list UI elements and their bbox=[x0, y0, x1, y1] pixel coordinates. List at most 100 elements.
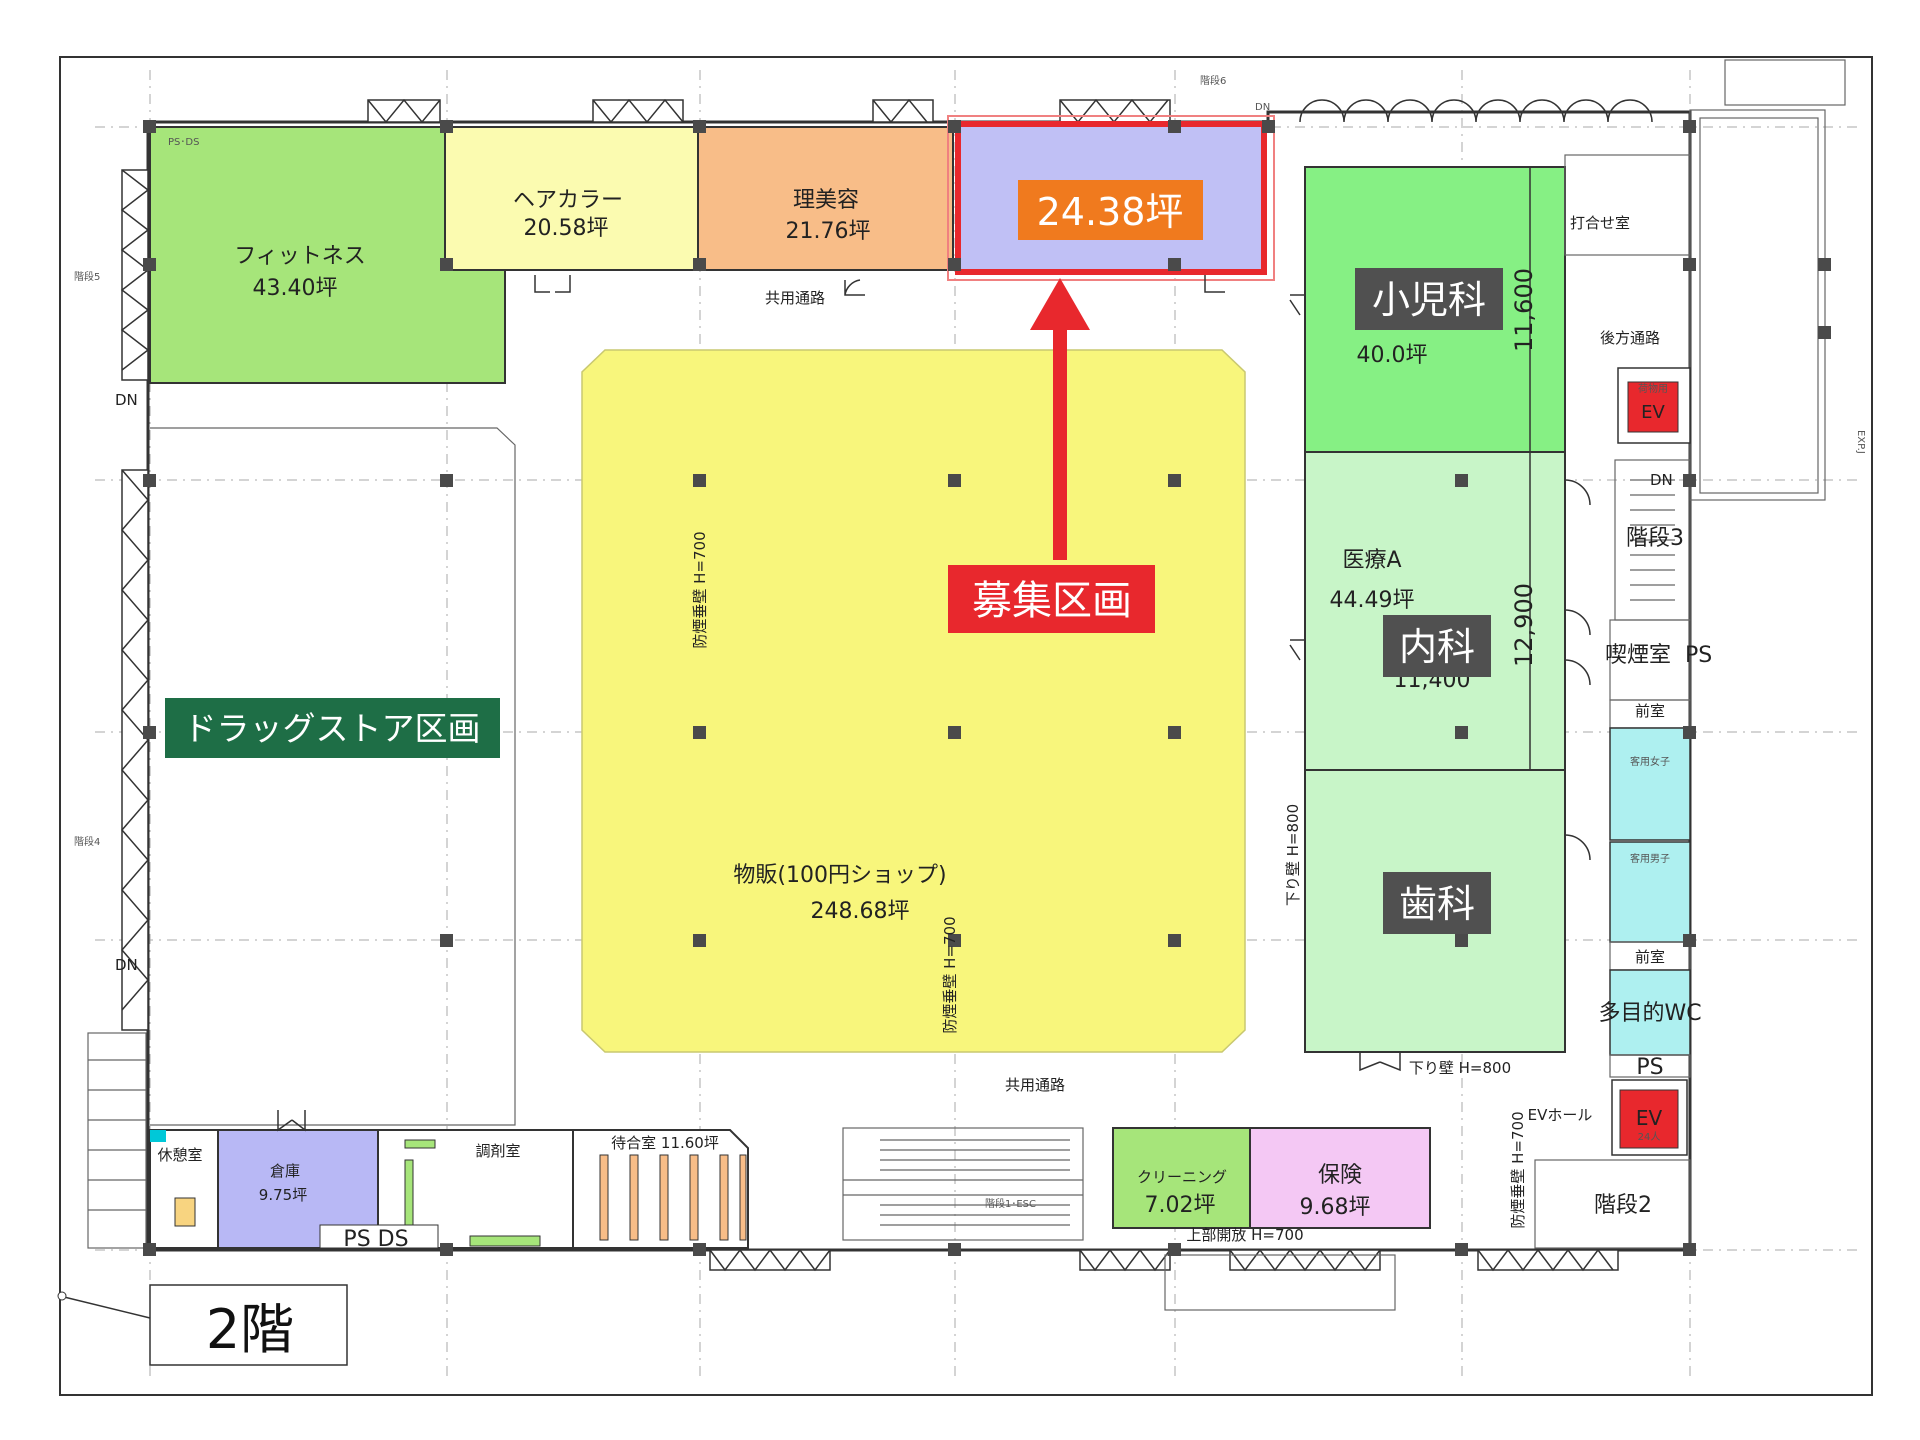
room-hair-color bbox=[444, 126, 699, 271]
room-cleaning bbox=[1112, 1127, 1251, 1229]
drawing-frame bbox=[59, 56, 1873, 1396]
barber-name: 理美容 bbox=[793, 188, 859, 213]
rest-sink bbox=[150, 1130, 166, 1142]
pharmacy-shelf bbox=[404, 1139, 436, 1149]
dn-left-2: DN bbox=[115, 956, 138, 974]
stair4-label: 階段4 bbox=[74, 835, 100, 848]
exp-j-label: EXP.J bbox=[1855, 430, 1866, 454]
medical-a-name: 医療A bbox=[1342, 548, 1401, 573]
waiting-name: 待合室 11.60坪 bbox=[611, 1134, 719, 1152]
insurance-area: 9.68坪 bbox=[1300, 1195, 1371, 1220]
fitness-area: 43.40坪 bbox=[253, 276, 338, 301]
callout-text: 募集区画 bbox=[972, 578, 1132, 624]
ps-ds-bottom: PS DS bbox=[343, 1227, 408, 1252]
cleaning-name: クリーニング bbox=[1137, 1168, 1227, 1186]
top-openings bbox=[367, 98, 1653, 124]
waiting-benches bbox=[599, 1154, 747, 1241]
common-corridor-bottom: 共用通路 bbox=[1005, 1076, 1065, 1094]
smoke-wall-2: 防煙垂壁 H=700 bbox=[941, 916, 959, 1033]
dental-badge-text: 歯科 bbox=[1399, 882, 1475, 926]
rest-desk bbox=[174, 1197, 196, 1227]
left-side-structure bbox=[87, 169, 150, 1249]
stair3-name: 階段3 bbox=[1626, 526, 1684, 551]
door-swings bbox=[277, 275, 1591, 1132]
smoke-wall-3: 防煙垂壁 H=700 bbox=[1509, 1111, 1527, 1228]
ev-freight-box bbox=[1627, 381, 1679, 433]
room-shop bbox=[581, 349, 1246, 1053]
room-barber bbox=[697, 126, 954, 271]
front1-name: 前室 bbox=[1635, 702, 1665, 720]
hair-color-area: 20.58坪 bbox=[524, 216, 609, 241]
room-medical-a bbox=[1304, 451, 1566, 1053]
pediatrics-badge-text: 小児科 bbox=[1372, 278, 1486, 322]
ps-ds-top: PS･DS bbox=[168, 137, 199, 148]
hanging-wall-2: 下り壁 H=800 bbox=[1409, 1059, 1511, 1077]
rest-name: 休憩室 bbox=[157, 1146, 202, 1164]
smoke-wall-1: 防煙垂壁 H=700 bbox=[691, 531, 709, 648]
room-rest bbox=[149, 1129, 219, 1249]
pediatrics-badge bbox=[1355, 268, 1503, 330]
north-mark-line bbox=[59, 1295, 151, 1319]
common-corridor-top: 共用通路 bbox=[765, 289, 825, 307]
upper-open: 上部開放 H=700 bbox=[1186, 1226, 1303, 1244]
vacant-area-badge bbox=[1018, 180, 1203, 240]
floor-label-box bbox=[149, 1284, 348, 1366]
right-annex bbox=[1689, 59, 1846, 501]
bottom-openings bbox=[709, 1248, 1619, 1311]
women-wc-area bbox=[1609, 727, 1691, 841]
ev-passenger-box bbox=[1619, 1089, 1679, 1149]
fitness-name: フィットネス bbox=[234, 244, 366, 269]
dental-badge bbox=[1383, 872, 1491, 934]
vacant-outer-glow bbox=[947, 115, 1275, 281]
ev1-label: EV bbox=[1641, 402, 1665, 423]
north-mark-dot bbox=[57, 1291, 67, 1301]
ev2-label: EV bbox=[1636, 1106, 1663, 1130]
insurance-name: 保険 bbox=[1318, 1163, 1362, 1188]
front2-name: 前室 bbox=[1635, 948, 1665, 966]
internal-badge bbox=[1383, 615, 1491, 677]
escalator bbox=[842, 1127, 1084, 1241]
ps-ds-box bbox=[319, 1224, 439, 1249]
barber-area: 21.76坪 bbox=[786, 219, 871, 244]
room-storage bbox=[217, 1129, 379, 1249]
internal-badge-text: 内科 bbox=[1399, 625, 1475, 669]
right-service-rooms bbox=[1534, 154, 1691, 1249]
escalator-label: 階段1･ESC bbox=[985, 1197, 1036, 1210]
stair5-label: 階段5 bbox=[74, 270, 100, 283]
pharmacy-shelf-v bbox=[404, 1159, 414, 1231]
meeting-name: 打合せ室 bbox=[1570, 214, 1630, 232]
drugstore-badge-text: ドラッグストア区画 bbox=[184, 709, 481, 748]
smoking-name: 喫煙室 bbox=[1605, 643, 1671, 668]
pharmacy-name: 調剤室 bbox=[475, 1142, 520, 1160]
cleaning-area: 7.02坪 bbox=[1145, 1193, 1216, 1218]
shop-area: 248.68坪 bbox=[811, 899, 910, 924]
ev-capacity: 24人 bbox=[1638, 1131, 1661, 1143]
floor-label: 2階 bbox=[206, 1298, 294, 1361]
ev-hall-name: EVホール bbox=[1528, 1106, 1593, 1124]
medical-a-area: 44.49坪 bbox=[1330, 588, 1415, 613]
dn-right-1: DN bbox=[1650, 471, 1673, 489]
room-vacant bbox=[955, 121, 1267, 275]
hanging-wall-1: 下り壁 H=800 bbox=[1284, 804, 1302, 906]
pharmacy-counter bbox=[469, 1235, 541, 1247]
dim-12900: 12,900 bbox=[1510, 583, 1538, 667]
room-insurance bbox=[1249, 1127, 1431, 1229]
storage-name: 倉庫 bbox=[270, 1162, 300, 1180]
shop-name: 物販(100円ショップ) bbox=[733, 863, 946, 888]
dim-11600: 11,600 bbox=[1510, 268, 1538, 352]
rear-corridor: 後方通路 bbox=[1600, 329, 1660, 347]
women-wc-label: 客用女子 bbox=[1630, 755, 1670, 768]
multi-wc-name: 多目的WC bbox=[1598, 1001, 1701, 1026]
men-wc-label: 客用男子 bbox=[1630, 852, 1670, 865]
hair-color-name: ヘアカラー bbox=[513, 188, 623, 213]
vacant-area-text: 24.38坪 bbox=[1037, 190, 1184, 234]
ps2-label: PS bbox=[1636, 1055, 1663, 1080]
dn-left-1: DN bbox=[115, 391, 138, 409]
stair2-name: 階段2 bbox=[1594, 1193, 1652, 1218]
storage-area: 9.75坪 bbox=[259, 1186, 307, 1204]
dn-top: DN bbox=[1255, 102, 1270, 113]
structural-columns bbox=[143, 120, 1831, 1256]
room-drugstore bbox=[150, 427, 516, 1126]
freight-label: 荷物用 bbox=[1638, 382, 1668, 395]
